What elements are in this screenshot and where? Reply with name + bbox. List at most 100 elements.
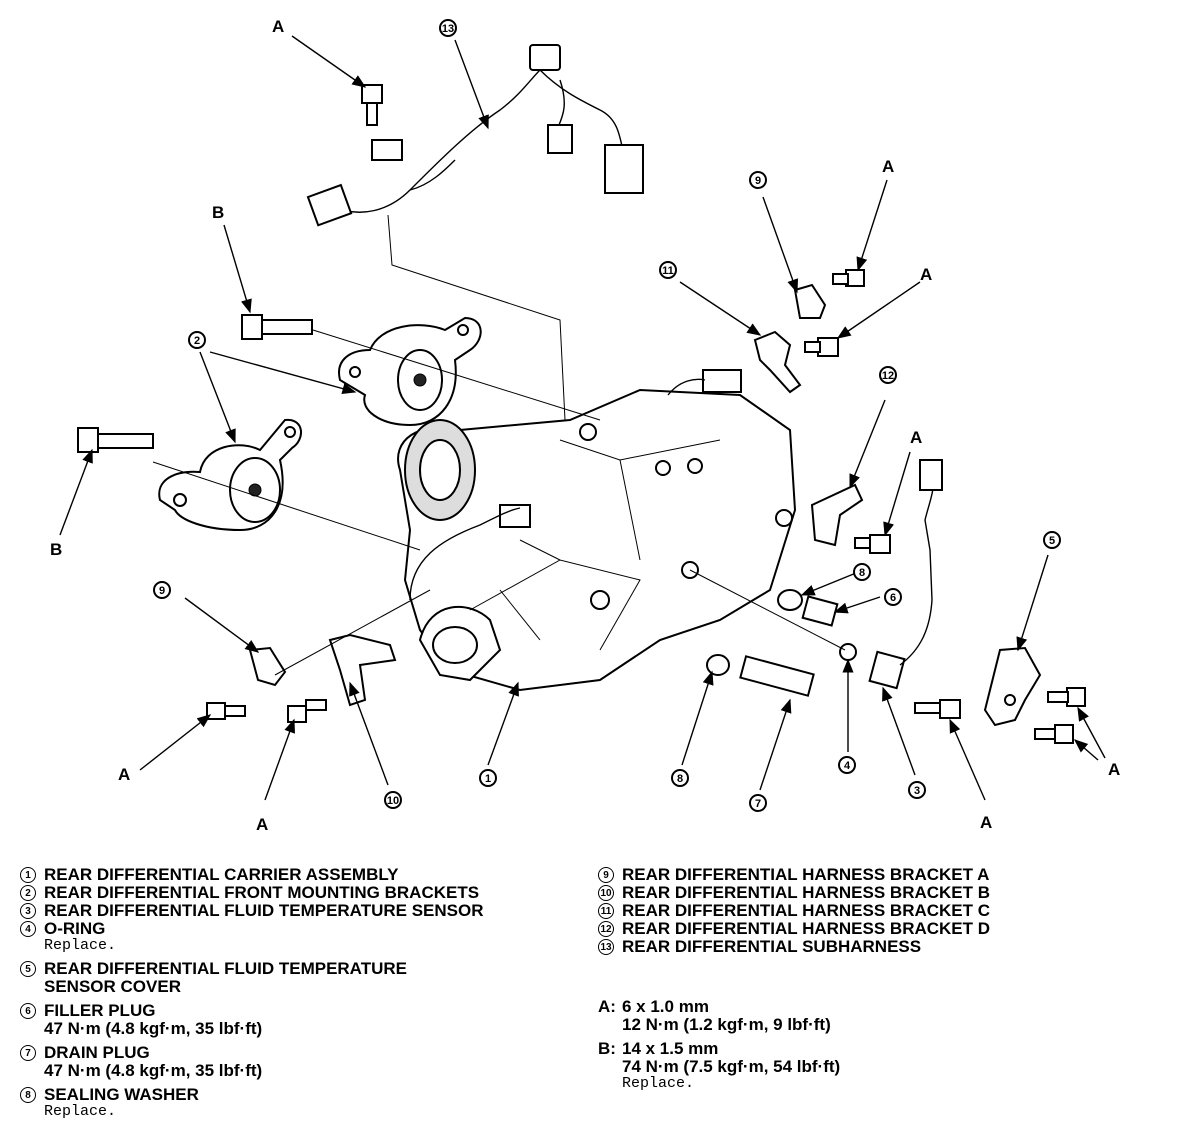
legend-note: Replace. — [44, 937, 117, 954]
legend-number: 5 — [20, 961, 36, 977]
front-mounting-bracket-upper — [338, 316, 482, 427]
fastener-size: 6 x 1.0 mm — [622, 997, 709, 1016]
bolt-a-various — [206, 269, 1086, 744]
callout-13: 13 — [439, 19, 457, 37]
legend-title-continued: SENSOR COVER — [44, 977, 181, 996]
callout-8: 8 — [853, 563, 871, 581]
harness-bracket-b — [328, 633, 397, 707]
callout-a: A — [980, 813, 992, 832]
front-mounting-bracket-lower — [158, 418, 302, 532]
legend-title: REAR DIFFERENTIAL SUBHARNESS — [622, 937, 922, 956]
legend-title: DRAIN PLUG — [44, 1043, 150, 1062]
legend-number: 3 — [20, 903, 36, 919]
svg-text:12: 12 — [882, 370, 894, 382]
callout-4: 4 — [838, 756, 856, 774]
legend-item-9: 9 REAR DIFFERENTIAL HARNESS BRACKET A — [598, 866, 1158, 884]
legend-title: REAR DIFFERENTIAL HARNESS BRACKET C — [622, 901, 991, 920]
filler-plug-6 — [801, 595, 839, 627]
fastener-key: B: — [598, 1039, 616, 1058]
legend-title: O-RING — [44, 919, 106, 938]
exploded-view-diagram: A B B A A A A A A A 13 2 9 9 10 1 8 7 4 … — [50, 17, 1120, 834]
bolt-b-upper — [241, 314, 313, 340]
legend-item-8: 8 SEALING WASHER Replace. — [20, 1086, 560, 1120]
legend-title: REAR DIFFERENTIAL HARNESS BRACKET D — [622, 919, 991, 938]
legend-number: 8 — [20, 1087, 36, 1103]
callout-12: 12 — [879, 366, 897, 384]
legend-title: REAR DIFFERENTIAL FLUID TEMPERATURE — [44, 959, 407, 978]
legend-torque-spec: 47 N·m (4.8 kgf·m, 35 lbf·ft) — [44, 1061, 263, 1080]
temperature-sensor-3 — [868, 459, 943, 690]
legend-item-4: 4 O-RING Replace. — [20, 920, 560, 954]
leader-lines — [59, 35, 1106, 801]
svg-text:8: 8 — [677, 773, 683, 785]
callout-a: A — [256, 815, 268, 834]
svg-text:5: 5 — [1049, 535, 1055, 547]
harness-bracket-c — [753, 330, 802, 394]
parts-legend-right: 9 REAR DIFFERENTIAL HARNESS BRACKET A 10… — [598, 866, 1158, 1092]
legend-item-12: 12 REAR DIFFERENTIAL HARNESS BRACKET D — [598, 920, 1158, 938]
legend-item-2: 2 REAR DIFFERENTIAL FRONT MOUNTING BRACK… — [20, 884, 560, 902]
bolt-a-top — [361, 84, 383, 126]
legend-item-6: 6 FILLER PLUG 47 N·m (4.8 kgf·m, 35 lbf·… — [20, 1002, 560, 1038]
legend-item-1: 1 REAR DIFFERENTIAL CARRIER ASSEMBLY — [20, 866, 560, 884]
legend-title: REAR DIFFERENTIAL FRONT MOUNTING BRACKET… — [44, 883, 480, 902]
harness-bracket-d — [810, 483, 864, 547]
svg-text:3: 3 — [914, 785, 920, 797]
sensor-cover-5 — [983, 646, 1042, 727]
callout-2: 2 — [188, 331, 206, 349]
legend-title: REAR DIFFERENTIAL CARRIER ASSEMBLY — [44, 865, 399, 884]
svg-text:7: 7 — [755, 798, 761, 810]
harness-bracket-a-lower — [248, 646, 287, 687]
legend-title: SEALING WASHER — [44, 1085, 199, 1104]
legend-number: 6 — [20, 1003, 36, 1019]
legend-number: 1 — [20, 867, 36, 883]
fastener-spec-a: A: 6 x 1.0 mm 12 N·m (1.2 kgf·m, 9 lbf·f… — [598, 998, 1158, 1034]
callout-8: 8 — [671, 769, 689, 787]
svg-text:10: 10 — [387, 795, 399, 807]
callout-a: A — [910, 428, 922, 447]
svg-text:9: 9 — [159, 585, 165, 597]
legend-number: 11 — [598, 903, 614, 919]
callout-6: 6 — [884, 588, 902, 606]
legend-title: REAR DIFFERENTIAL HARNESS BRACKET B — [622, 883, 991, 902]
callout-10: 10 — [384, 791, 402, 809]
fastener-note: Replace. — [622, 1075, 695, 1092]
callout-a: A — [1108, 760, 1120, 779]
legend-number: 4 — [20, 921, 36, 937]
legend-number: 9 — [598, 867, 614, 883]
svg-text:2: 2 — [194, 335, 200, 347]
callout-a: A — [882, 157, 894, 176]
callout-1: 1 — [479, 769, 497, 787]
legend-title: REAR DIFFERENTIAL HARNESS BRACKET A — [622, 865, 990, 884]
fastener-size: 14 x 1.5 mm — [622, 1039, 719, 1058]
legend-torque-spec: 47 N·m (4.8 kgf·m, 35 lbf·ft) — [44, 1019, 263, 1038]
legend-item-10: 10 REAR DIFFERENTIAL HARNESS BRACKET B — [598, 884, 1158, 902]
callout-5: 5 — [1043, 531, 1061, 549]
callout-labels: A B B A A A A A A A 13 2 9 9 10 1 8 7 4 … — [50, 17, 1120, 834]
callout-b: B — [50, 540, 62, 559]
legend-number: 10 — [598, 885, 614, 901]
legend-item-5: 5 REAR DIFFERENTIAL FLUID TEMPERATURE SE… — [20, 960, 560, 996]
callout-9: 9 — [749, 171, 767, 189]
callout-7: 7 — [749, 794, 767, 812]
legend-title: REAR DIFFERENTIAL FLUID TEMPERATURE SENS… — [44, 901, 484, 920]
subharness-13 — [306, 44, 644, 421]
callout-11: 11 — [659, 261, 677, 279]
legend-item-3: 3 REAR DIFFERENTIAL FLUID TEMPERATURE SE… — [20, 902, 560, 920]
legend-item-7: 7 DRAIN PLUG 47 N·m (4.8 kgf·m, 35 lbf·f… — [20, 1044, 560, 1080]
legend-item-11: 11 REAR DIFFERENTIAL HARNESS BRACKET C — [598, 902, 1158, 920]
svg-text:1: 1 — [485, 773, 491, 785]
svg-text:11: 11 — [662, 265, 674, 277]
callout-a: A — [920, 265, 932, 284]
legend-note: Replace. — [44, 1103, 117, 1120]
svg-text:6: 6 — [890, 592, 896, 604]
sealing-washer-upper — [777, 589, 803, 611]
legend-number: 12 — [598, 921, 614, 937]
fastener-key: A: — [598, 997, 616, 1016]
sealing-washer-8 — [706, 654, 730, 676]
fastener-torque: 74 N·m (7.5 kgf·m, 54 lbf·ft) — [622, 1057, 841, 1076]
legend-number: 7 — [20, 1045, 36, 1061]
legend-title: FILLER PLUG — [44, 1001, 156, 1020]
harness-bracket-a-upper — [793, 283, 827, 319]
